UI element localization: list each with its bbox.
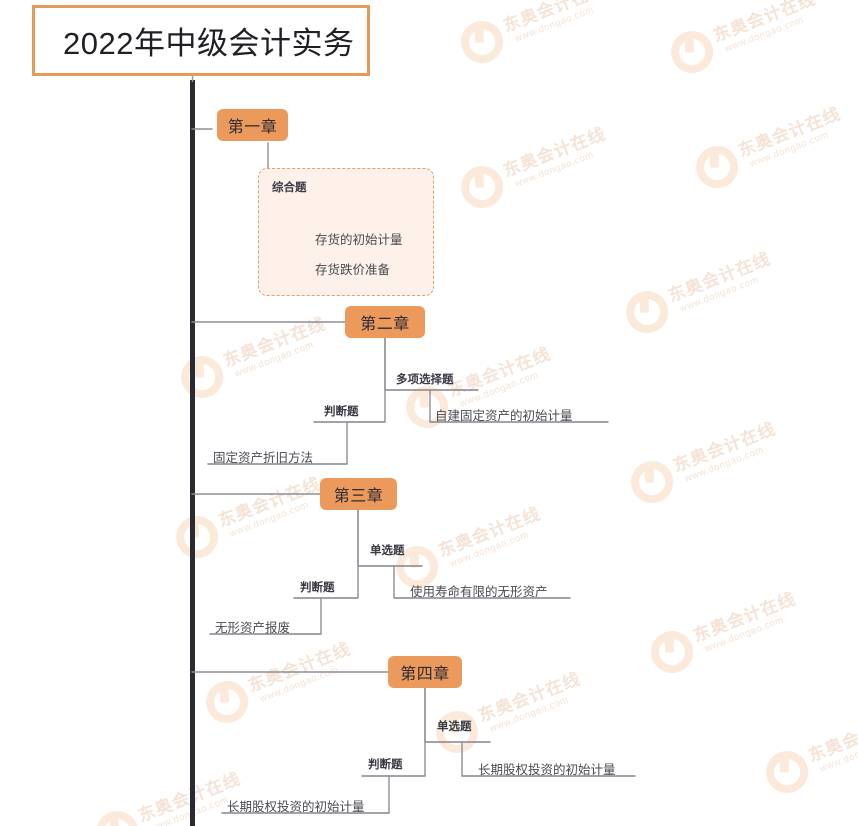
topic-node-ch2-multi-1[interactable]: 自建固定资产的初始计量 — [435, 409, 573, 423]
chapter-node-4[interactable]: 第四章 — [388, 656, 462, 688]
question-type-node-ch2-multi[interactable]: 多项选择题 — [396, 374, 454, 386]
topic-node-ch4-single-1[interactable]: 长期股权投资的初始计量 — [478, 763, 616, 777]
chapter-label: 第一章 — [227, 119, 278, 136]
question-type-node-ch4-judge[interactable]: 判断题 — [368, 759, 403, 771]
topic-node-ch4-judge-1[interactable]: 长期股权投资的初始计量 — [227, 800, 365, 814]
question-type-node-ch2-judge[interactable]: 判断题 — [324, 406, 359, 418]
topic-node-ch2-judge-1[interactable]: 固定资产折旧方法 — [213, 451, 314, 465]
chapter-label: 第二章 — [360, 316, 410, 333]
selection-highlight-box[interactable] — [258, 168, 434, 296]
chapter-label: 第四章 — [400, 666, 450, 683]
question-type-node-ch4-single[interactable]: 单选题 — [437, 721, 472, 733]
chapter-node-3[interactable]: 第三章 — [320, 478, 397, 510]
chapter-node-1[interactable]: 第一章 — [217, 109, 288, 141]
topic-node-ch1-2[interactable]: 存货跌价准备 — [315, 263, 391, 277]
root-title-box[interactable]: 2022年中级会计实务 — [32, 5, 370, 76]
chapter-label: 第三章 — [333, 488, 384, 505]
topic-node-ch3-single-1[interactable]: 使用寿命有限的无形资产 — [410, 585, 548, 599]
page-title: 2022年中级会计实务 — [63, 26, 355, 61]
chapter-node-2[interactable]: 第二章 — [345, 306, 425, 338]
topic-node-ch1-1[interactable]: 存货的初始计量 — [315, 233, 403, 247]
question-type-node-ch3-judge[interactable]: 判断题 — [300, 582, 335, 594]
question-type-node-ch3-single[interactable]: 单选题 — [370, 545, 405, 557]
question-type-node-ch1-comprehensive[interactable]: 综合题 — [272, 182, 307, 194]
topic-node-ch3-judge-1[interactable]: 无形资产报废 — [215, 621, 291, 635]
